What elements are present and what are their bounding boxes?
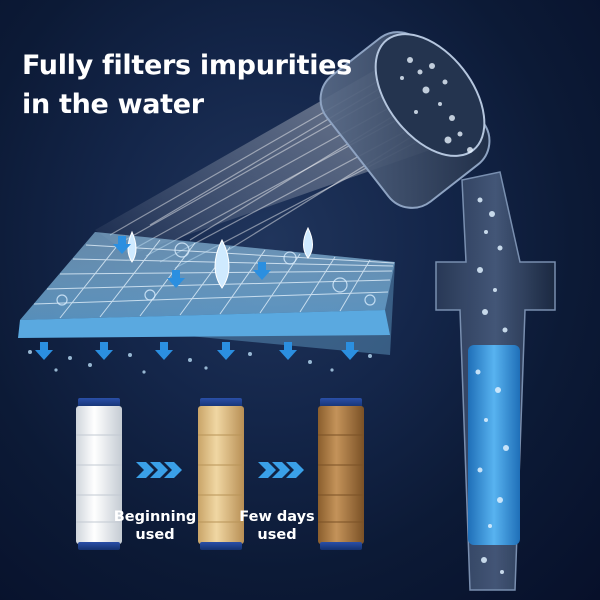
caption-beginning-line-2: used [135, 527, 175, 543]
caption-few-days-used: Few days used [234, 508, 320, 544]
shower-handle [435, 171, 556, 591]
caption-beginning-used: Beginning used [112, 508, 198, 544]
arrow-right-double-chevron-icon [258, 462, 304, 478]
filter-cartridge-new [76, 398, 122, 550]
shower-head [319, 31, 491, 209]
arrow-right-double-chevron-icon [136, 462, 182, 478]
filter-cartridge-beginning-used [198, 398, 244, 550]
caption-few-days-line-2: used [257, 527, 297, 543]
filter-core [468, 345, 520, 545]
headline-line-1: Fully filters impurities [22, 50, 352, 81]
filter-mesh [18, 226, 395, 374]
headline: Fully filters impurities in the water [22, 46, 352, 124]
down-arrow-icon [35, 236, 359, 360]
caption-few-days-line-1: Few days [239, 509, 315, 525]
headline-line-2: in the water [22, 89, 204, 120]
water-drop-icon [127, 226, 313, 289]
caption-beginning-line-1: Beginning [113, 509, 197, 525]
filter-cartridge-few-days-used [318, 398, 364, 550]
